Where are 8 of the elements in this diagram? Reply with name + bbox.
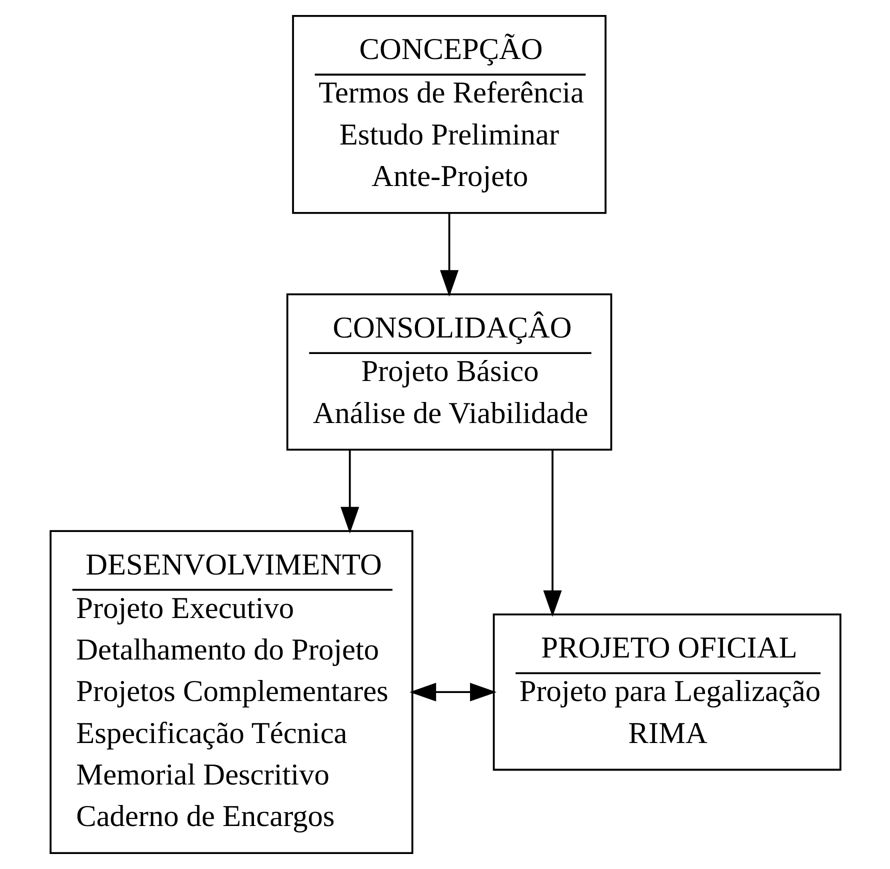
arrow xyxy=(340,450,359,534)
arrow xyxy=(409,682,496,702)
node-box: PROJETO OFICIAL Projeto para Legalização RIMA xyxy=(492,614,841,771)
node-box: CONCEPÇÃO Termos de Referência Estudo Preliminar Ante-Projeto xyxy=(292,14,606,214)
node-box: DESENVOLVIMENTO Projeto Executivo Detalhamento do Projeto Projetos Complementares Especificação Técnica Memorial Descritivo Caderno de Encargos xyxy=(49,530,413,854)
arrow xyxy=(440,213,458,297)
node-box: CONSOLIDAÇÂO Projeto Básico Análise de Viabilidade xyxy=(286,293,612,451)
arrow xyxy=(542,450,562,617)
